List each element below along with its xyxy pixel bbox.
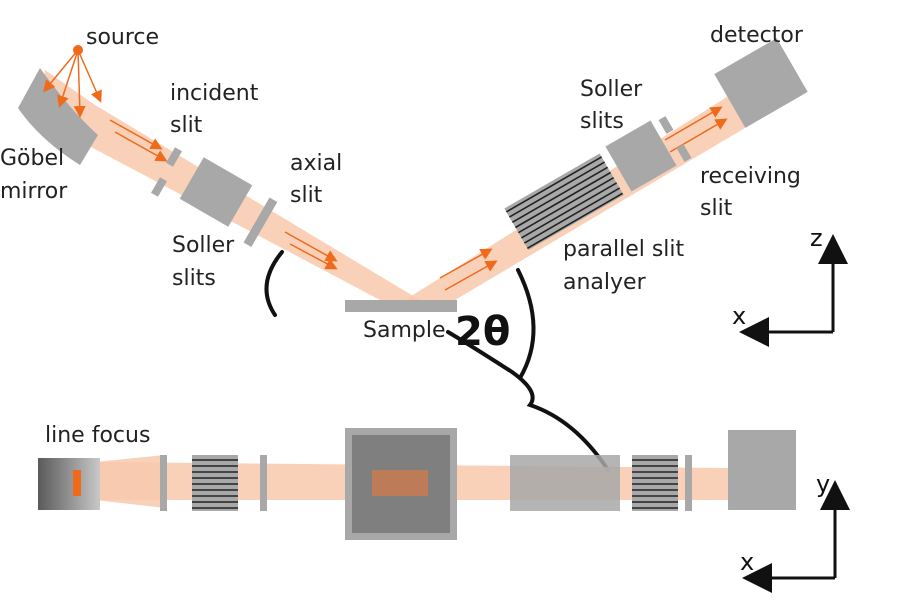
bottom-analyzer (510, 455, 620, 511)
bottom-view: line focus (38, 423, 850, 593)
line-focus-source (38, 458, 100, 510)
angle-label: 2θ (455, 309, 510, 355)
incident-slit-lower (151, 177, 167, 197)
incident-slit-upper (166, 147, 182, 167)
bottom-beam-spread (95, 455, 165, 508)
label-gobel-2: mirror (0, 179, 68, 204)
label-analyzer-2: analyer (563, 270, 647, 295)
source-ray (57, 49, 79, 108)
source-ray (77, 49, 102, 103)
bottom-receiving-slit (685, 455, 692, 511)
label-axial-1: axial (290, 151, 342, 176)
beam-arrow (444, 260, 498, 291)
label-receiving-1: receiving (700, 164, 801, 189)
beam-arrow (114, 131, 168, 162)
soller-slits-output (605, 120, 677, 192)
axis-label-x-top: x (732, 302, 746, 330)
label-incident-slit-1: incident (170, 81, 259, 106)
label-receiving-2: slit (700, 196, 733, 221)
label-axial-2: slit (290, 183, 323, 208)
label-incident-slit-2: slit (170, 113, 203, 138)
soller-slits-incident (179, 157, 253, 227)
beam-arrow (284, 231, 338, 262)
label-sample: Sample (363, 318, 446, 343)
detector (714, 38, 808, 128)
label-soller-in-1: Soller (172, 233, 235, 258)
label-soller-in-2: slits (172, 266, 216, 291)
axis-label-z: z (810, 224, 823, 252)
bottom-slit-2 (260, 455, 267, 511)
label-analyzer-1: parallel slit (563, 237, 685, 262)
label-gobel-1: Göbel (0, 146, 64, 171)
source-ray (73, 49, 86, 118)
hand-bracket-right (516, 268, 536, 380)
bottom-soller-2 (632, 455, 678, 511)
sample (345, 300, 457, 312)
label-line-focus: line focus (45, 423, 150, 448)
receiving-slit-lower (676, 144, 692, 162)
label-soller-out-1: Soller (580, 77, 643, 102)
receiving-slit-upper (658, 116, 674, 134)
label-source: source (86, 25, 159, 50)
beam-arrow (289, 243, 338, 270)
parallel-slit-analyzer (504, 153, 624, 251)
hand-line (446, 330, 610, 472)
bottom-sample-beam (372, 470, 428, 496)
top-view: source incident slit Göbel mirror axial … (0, 23, 848, 347)
bottom-detector (728, 430, 796, 510)
bottom-slit-1 (160, 455, 167, 511)
gobel-mirror (18, 68, 98, 165)
line-focus-filament (73, 470, 81, 496)
axial-slit (243, 197, 278, 248)
bottom-soller-1 (192, 455, 238, 511)
label-soller-out-2: slits (580, 109, 624, 134)
axis-label-x-bottom: x (740, 548, 754, 576)
axis-label-y: y (816, 470, 830, 498)
beam-arrow (664, 106, 723, 141)
hand-annotation: 2θ (264, 250, 610, 472)
beam-arrow (439, 248, 493, 279)
hand-bracket-left (264, 250, 284, 317)
label-detector: detector (710, 23, 804, 48)
beam-arrow (109, 119, 163, 150)
source-ray (43, 49, 79, 93)
